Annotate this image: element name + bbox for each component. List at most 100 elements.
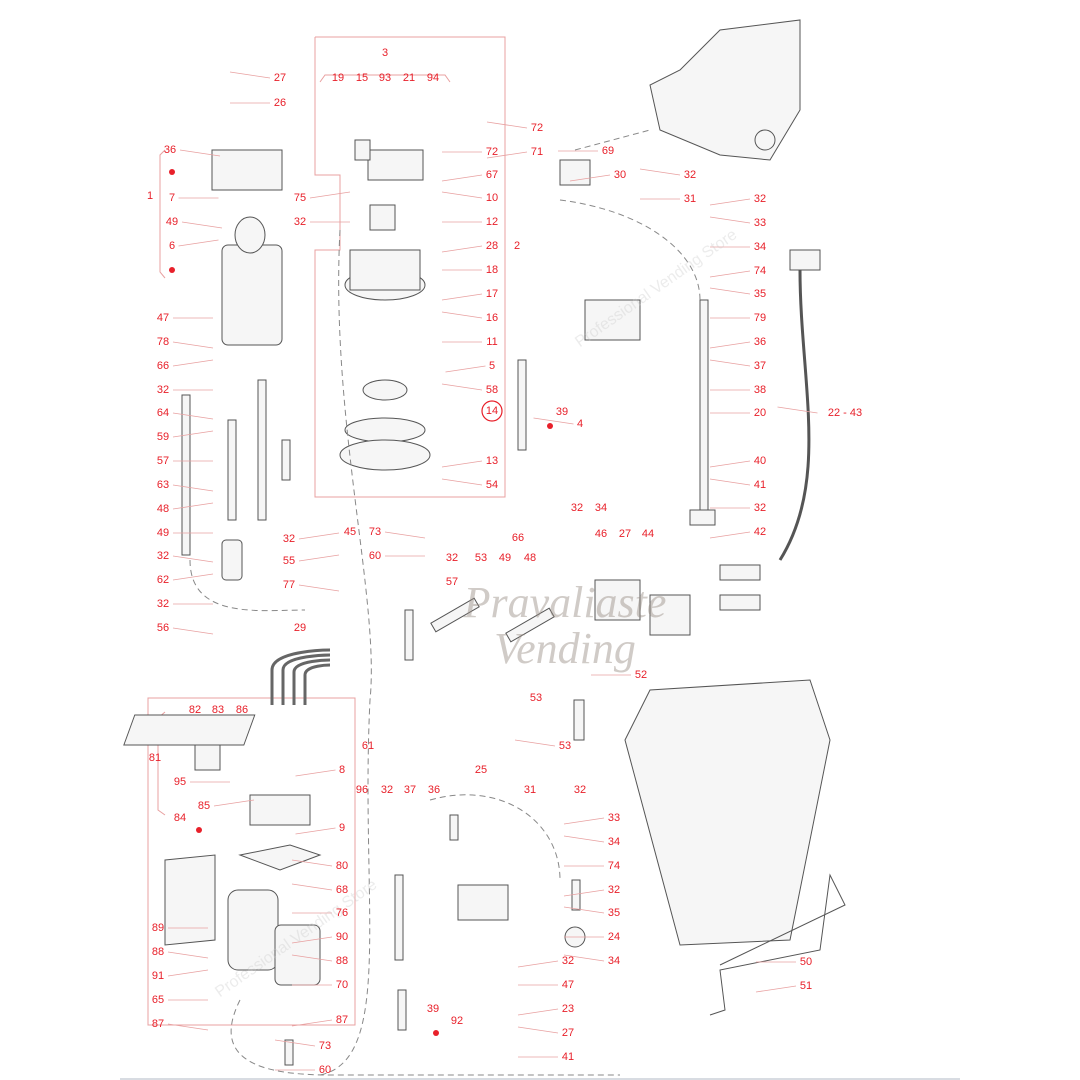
part-label: 73	[368, 526, 382, 538]
leader-line	[709, 216, 751, 224]
part-label: 32	[156, 384, 170, 396]
kit-dot	[433, 1030, 439, 1036]
part-label: 33	[753, 217, 767, 229]
part-label: 32	[293, 216, 307, 228]
bracket-44	[649, 594, 691, 636]
part-label: 11	[486, 336, 498, 348]
chassis-hole	[754, 129, 776, 151]
leader-line	[172, 627, 214, 635]
part-label: 9	[338, 822, 346, 834]
part-label: 14	[485, 405, 499, 417]
part-label: 70	[335, 979, 349, 991]
tube	[281, 439, 291, 481]
part-label: 18	[485, 264, 499, 276]
part-label: 67	[485, 169, 499, 181]
valve-body	[367, 149, 424, 181]
part-label: 32	[573, 784, 587, 796]
part-label: 44	[641, 528, 655, 540]
boiler-base	[339, 439, 431, 471]
water-tank	[221, 244, 283, 346]
tube	[284, 1039, 294, 1066]
part-label: 90	[335, 931, 349, 943]
dashed-pipe	[429, 794, 561, 881]
part-label: 47	[156, 312, 170, 324]
connector	[719, 564, 761, 581]
part-label: 65	[151, 994, 165, 1006]
part-label: 96	[355, 784, 369, 796]
part-label: 32	[156, 598, 170, 610]
leader-line	[563, 954, 605, 962]
part-label: 33	[607, 812, 621, 824]
part-label: 32	[753, 502, 767, 514]
leader-line	[229, 71, 271, 79]
boiler-group-frame	[314, 36, 506, 498]
part-label: 37	[753, 360, 767, 372]
leader-line	[563, 835, 605, 843]
part-label: 57	[156, 455, 170, 467]
part-label: 35	[753, 288, 767, 300]
leader-line	[441, 383, 483, 391]
part-label: 51	[799, 980, 813, 992]
tube	[449, 814, 459, 841]
part-label: 12	[485, 216, 499, 228]
part-label: 4	[576, 418, 584, 430]
leader-line	[172, 341, 214, 349]
leader-line	[274, 1039, 316, 1047]
dashed-pipe	[574, 129, 651, 151]
part-label: 40	[753, 455, 767, 467]
leader-line	[709, 359, 751, 367]
part-label: 57	[445, 576, 459, 588]
kit-dot	[196, 827, 202, 833]
part-label: 53	[474, 552, 488, 564]
leader-line	[709, 478, 751, 486]
part-label: 77	[282, 579, 296, 591]
part-label: 87	[335, 1014, 349, 1026]
leader-line	[709, 460, 751, 468]
leader-line	[517, 1026, 559, 1034]
leader-line	[291, 936, 333, 944]
part-label: 86	[235, 704, 249, 716]
leader-line	[291, 859, 333, 867]
part-label: 32	[282, 533, 296, 545]
group-pipes	[189, 129, 701, 1076]
group-hoses	[270, 648, 331, 705]
leader-line	[709, 287, 751, 295]
part-label: 30	[613, 169, 627, 181]
leader-line	[563, 889, 605, 897]
leader-line	[291, 1019, 333, 1027]
boiler	[349, 249, 421, 291]
part-label: 34	[753, 241, 767, 253]
heating-coil	[362, 379, 408, 401]
pump-tube	[517, 359, 527, 451]
part-label: 32	[683, 169, 697, 181]
part-label: 55	[282, 555, 296, 567]
part-label: 83	[211, 704, 225, 716]
leader-line	[172, 502, 214, 510]
part-label: 69	[601, 145, 615, 157]
part-label: 7	[168, 192, 176, 204]
part-label: 3	[381, 47, 389, 59]
watermark-logo: Pravaliaste Vending	[440, 580, 690, 672]
tube	[227, 419, 237, 521]
part-label: 38	[753, 384, 767, 396]
highlight-circle-14	[481, 400, 503, 422]
leader-line	[709, 270, 751, 278]
float	[234, 216, 266, 254]
part-label: 50	[799, 956, 813, 968]
tube	[394, 874, 404, 961]
part-label: 34	[607, 836, 621, 848]
part-label: 41	[753, 479, 767, 491]
part-label: 10	[485, 192, 499, 204]
leader-line	[167, 951, 209, 959]
part-label: 48	[156, 503, 170, 515]
part-label: 6	[168, 240, 176, 252]
leader-line	[181, 221, 223, 229]
leader-line	[441, 478, 483, 486]
bucket	[624, 679, 831, 946]
part-label: 27	[618, 528, 632, 540]
part-label: 68	[335, 884, 349, 896]
bottom-divider	[120, 1078, 960, 1080]
kit-dot	[169, 267, 175, 273]
part-label: 24	[607, 931, 621, 943]
part-label: 87	[151, 1018, 165, 1030]
